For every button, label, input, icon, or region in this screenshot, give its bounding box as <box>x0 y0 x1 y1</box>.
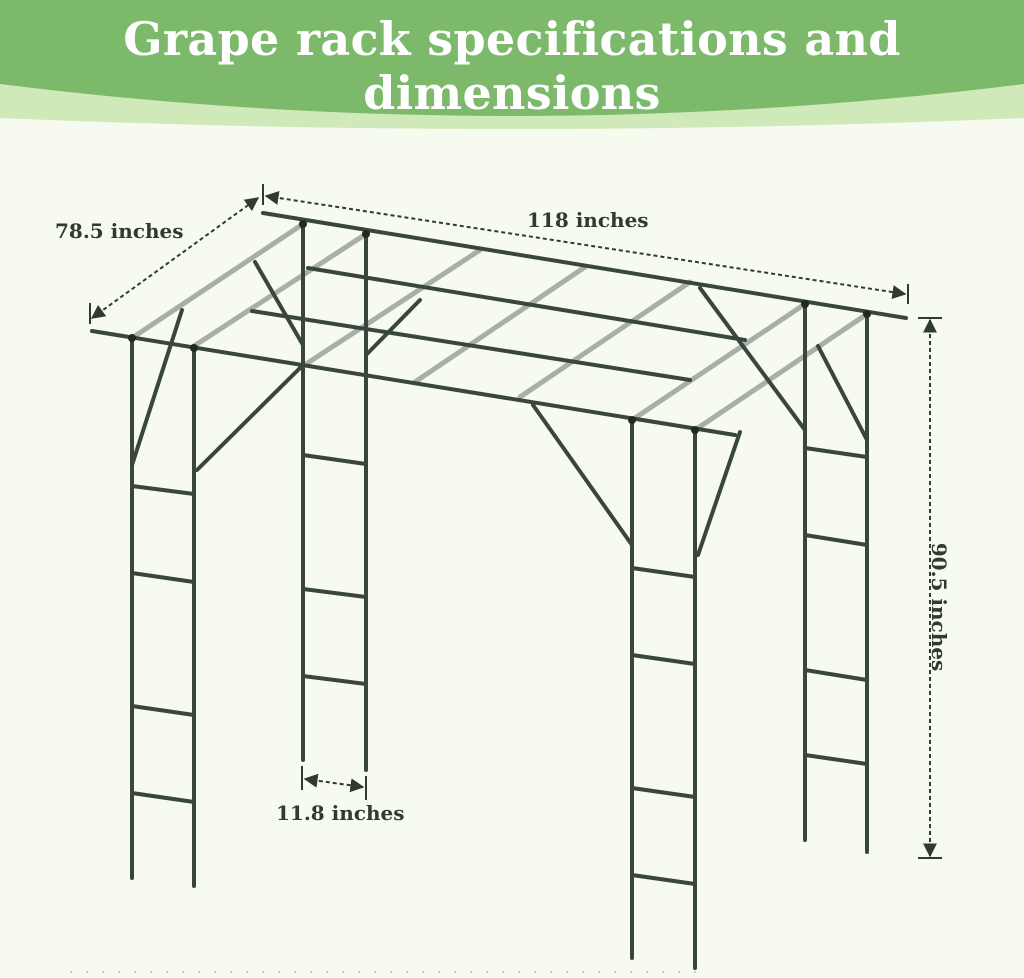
length-dimension-line <box>264 190 907 300</box>
page-title: Grape rack specifications and dimensions <box>123 12 901 120</box>
roof-crossbars <box>129 221 870 433</box>
height-label: 90.5 inches <box>927 543 951 672</box>
title-banner <box>0 0 1024 129</box>
banner-fill <box>0 0 1024 116</box>
ladder-width-dimension-line <box>303 773 365 793</box>
banner-highlight <box>0 82 1024 129</box>
depth-dimension-line <box>90 197 260 319</box>
ladder-width-label: 11.8 inches <box>276 801 405 825</box>
depth-label: 78.5 inches <box>55 219 184 243</box>
length-label: 118 inches <box>527 208 649 232</box>
dimension-lines <box>89 184 942 859</box>
frame <box>90 211 908 970</box>
